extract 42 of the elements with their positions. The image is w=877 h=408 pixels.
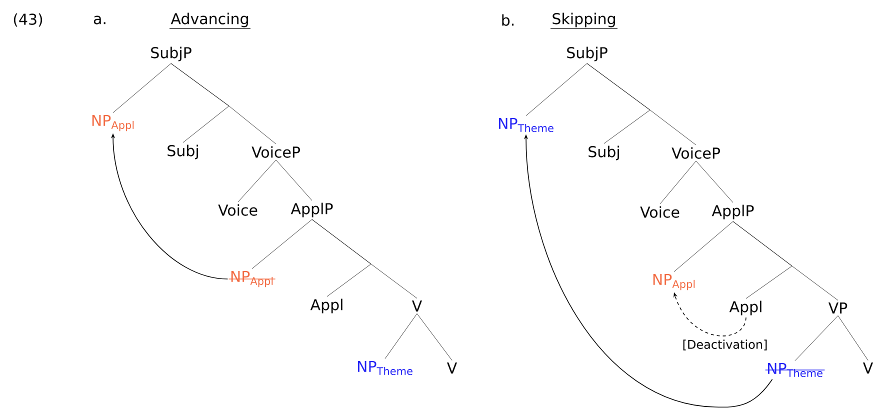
tree-label: V: [412, 300, 422, 312]
tree-label: NP$_{Theme}$: [499, 118, 554, 132]
tree-label: NP$_{Appl}$: [92, 114, 134, 132]
tree-branch: [238, 160, 276, 202]
tree-branch: [696, 160, 734, 203]
tree-label: Appl: [310, 298, 342, 314]
tree-branch: [732, 221, 838, 301]
tree-branch: [252, 219, 312, 269]
tree-branch: [674, 221, 734, 272]
tree-branch: [838, 315, 868, 361]
tree-label: V: [863, 362, 873, 374]
tree-label: Subj: [588, 146, 619, 160]
tree-label: Voice: [218, 204, 258, 216]
tree-label: SubjP: [151, 46, 192, 62]
tree-branch: [384, 313, 418, 359]
tree-branch: [416, 313, 452, 361]
tree-label: Appl: [729, 300, 762, 316]
tree-label: NP$_{Appl}$: [653, 274, 695, 290]
tree-branch: [276, 160, 312, 201]
tree-label: SubjP: [567, 46, 608, 62]
tree-label: NP$_{Theme}$: [358, 360, 412, 376]
tree-label: ApplP: [290, 202, 333, 218]
tree-branch: [794, 315, 838, 361]
tree-label: VP: [828, 302, 848, 314]
tree-branch: [526, 63, 588, 116]
tree-branch: [170, 63, 276, 144]
heading: Skipping: [550, 12, 618, 29]
tree-label: V: [446, 362, 457, 374]
edge-label: [Deactivation]: [681, 338, 769, 352]
tree-label: Subj: [168, 144, 198, 160]
tree-label: VoiceP: [672, 147, 720, 159]
tree-label: VoiceP: [252, 146, 300, 158]
tree-branch: [586, 63, 696, 146]
example-label: a.: [94, 16, 106, 24]
tree-branch: [312, 219, 418, 299]
example-label: b.: [502, 14, 514, 26]
example-label: (43): [14, 13, 42, 27]
tree-branch: [660, 160, 696, 204]
tree-label: ApplP: [712, 204, 754, 220]
tree-label: Voice: [640, 206, 680, 218]
tree-branch: [112, 63, 172, 113]
heading: Advancing: [169, 12, 251, 29]
